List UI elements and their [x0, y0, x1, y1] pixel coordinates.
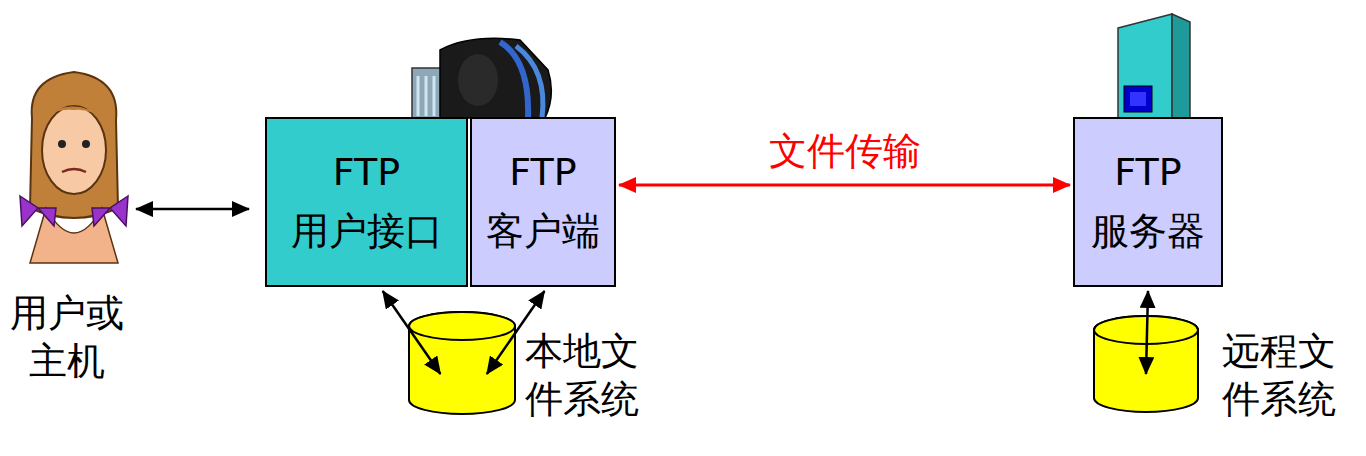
- box-label: FTP 服务器: [1091, 143, 1205, 261]
- process-box: FTP 用户接口: [265, 117, 468, 287]
- user-label: 用户或 主机: [10, 290, 124, 385]
- face: [42, 106, 106, 194]
- box-label: FTP 客户端: [486, 143, 600, 261]
- storage-label: 远程文 件系统: [1222, 328, 1336, 423]
- hair-bow: [20, 196, 56, 226]
- mouth: [62, 169, 86, 172]
- process-box: FTP 客户端: [470, 117, 616, 287]
- bangs: [42, 106, 106, 120]
- cylinder-top: [1094, 316, 1198, 344]
- process-box: FTP 服务器: [1073, 117, 1223, 287]
- cylinder-top: [409, 312, 515, 340]
- cylinder-body: [1094, 316, 1198, 412]
- user-node: 用户或 主机: [18, 58, 130, 263]
- person-figure: [18, 58, 130, 263]
- connector-arrow: [136, 208, 249, 211]
- server-icon: [1118, 14, 1190, 118]
- connector-arrow: [619, 184, 1070, 187]
- hair-bow: [92, 196, 128, 226]
- hair: [30, 72, 118, 218]
- edge-label: 文件传输: [769, 129, 921, 175]
- eye: [82, 140, 90, 148]
- cylinder-shape: [408, 312, 516, 414]
- storage-cylinder: 本地文 件系统: [408, 312, 516, 414]
- computer-icon: [412, 38, 551, 118]
- shoulders: [30, 208, 118, 263]
- storage-label: 本地文 件系统: [525, 328, 639, 423]
- box-label: FTP 用户接口: [291, 143, 443, 261]
- eye: [58, 140, 66, 148]
- cylinder-body: [409, 312, 515, 414]
